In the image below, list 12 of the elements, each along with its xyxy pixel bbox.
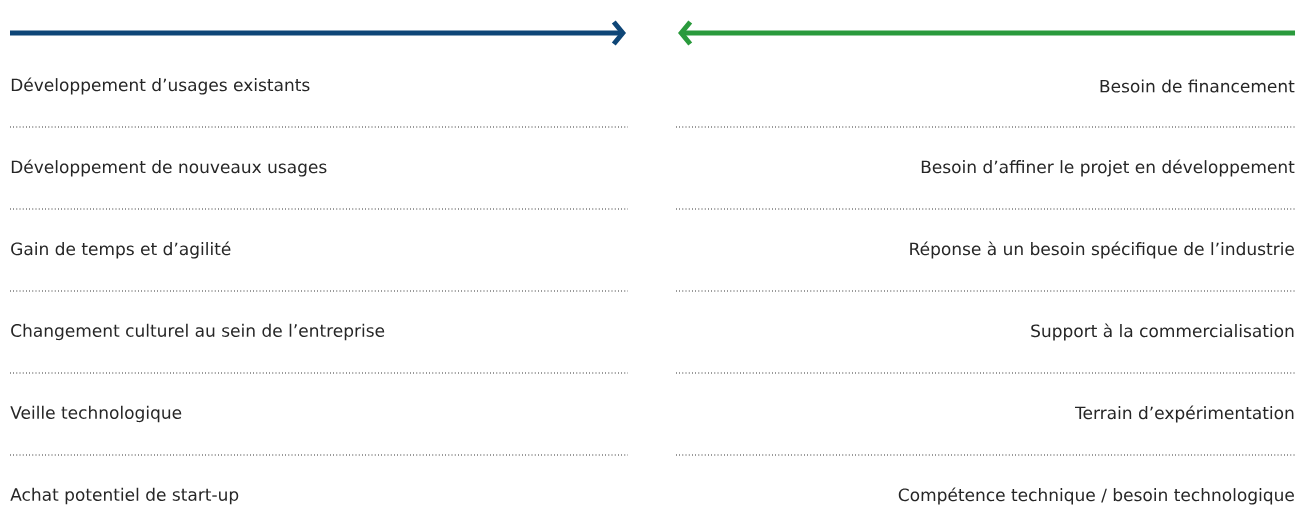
list-item: Compétence technique / besoin technologique (898, 487, 1294, 505)
list-item: Achat potentiel de start-up (10, 487, 239, 505)
list-item: Besoin d’affiner le projet en développement (921, 159, 1295, 177)
list-item: Gain de temps et d’agilité (11, 241, 231, 259)
list-item: Développement de nouveaux usages (11, 159, 327, 177)
list-item: Besoin de financement (1100, 79, 1295, 93)
list-item: Support à la commercialisation (1031, 323, 1294, 341)
list-item: Changement culturel au sein de l’entreprise (11, 323, 385, 341)
list-item: Terrain d’expérimentation (1075, 405, 1294, 423)
list-item: Développement d’usages existants (11, 77, 310, 95)
list-item: Réponse à un besoin spécifique de l’industrie (910, 241, 1294, 259)
list-item: Veille technologique (10, 405, 182, 423)
